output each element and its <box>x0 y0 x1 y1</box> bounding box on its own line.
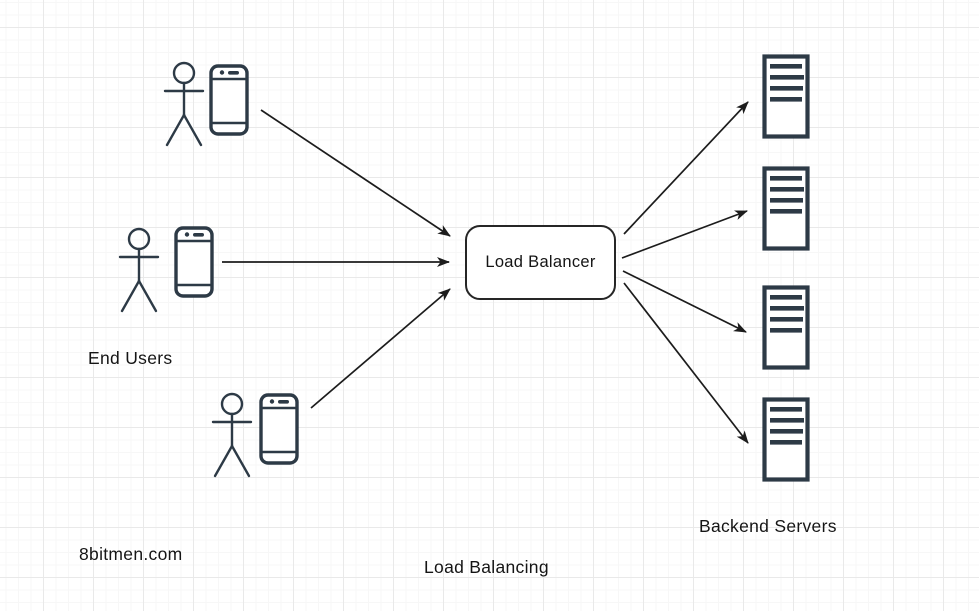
server-rack-icon <box>762 285 810 370</box>
stick-figure-icon <box>163 61 205 147</box>
stick-figure-icon <box>211 392 253 478</box>
arrow-user3-to-lb <box>310 288 451 409</box>
load-balancer-node[interactable]: Load Balancer <box>465 225 616 300</box>
load-balancer-label: Load Balancer <box>485 253 596 271</box>
backend-servers-label: Backend Servers <box>699 516 837 536</box>
end-users-label: End Users <box>88 348 173 368</box>
server-rack-icon <box>762 397 810 482</box>
arrow-lb-to-server4 <box>623 282 749 444</box>
server-rack-icon <box>762 166 810 251</box>
stick-figure-icon <box>118 227 160 313</box>
smartphone-icon <box>259 393 299 465</box>
smartphone-icon <box>174 226 214 298</box>
arrow-lb-to-server3 <box>622 270 747 333</box>
arrow-lb-to-server2 <box>621 210 748 259</box>
diagram-caption: Load Balancing <box>424 557 549 577</box>
arrow-user1-to-lb <box>260 109 451 237</box>
watermark-label: 8bitmen.com <box>79 544 183 564</box>
server-rack-icon <box>762 54 810 139</box>
smartphone-icon <box>209 64 249 136</box>
arrow-lb-to-server1 <box>623 101 749 235</box>
